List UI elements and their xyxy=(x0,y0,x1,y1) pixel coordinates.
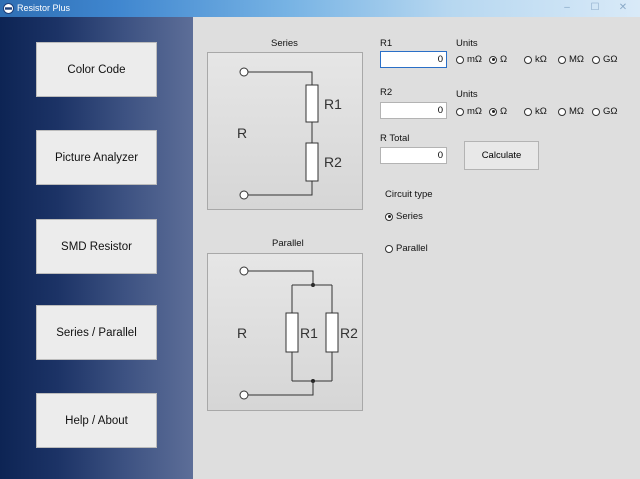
r2-unit-ohm[interactable]: Ω xyxy=(489,106,507,117)
app-icon xyxy=(3,3,14,14)
radio-dot xyxy=(558,55,566,64)
radio-dot-selected xyxy=(489,55,497,64)
parallel-r-label: R xyxy=(237,325,247,341)
r2-unit-gigaohm[interactable]: GΩ xyxy=(592,106,618,117)
series-terminal-bottom xyxy=(239,190,249,200)
r1-units-label: Units xyxy=(456,38,478,49)
r1-unit-ohm-text: Ω xyxy=(500,54,508,65)
color-code-button[interactable]: Color Code xyxy=(36,42,157,97)
series-resistor-r1 xyxy=(305,84,319,123)
circuit-type-series-text: Series xyxy=(396,211,423,222)
window-title: Resistor Plus xyxy=(17,3,71,13)
r1-unit-kiloohm[interactable]: kΩ xyxy=(524,54,547,65)
parallel-title: Parallel xyxy=(272,238,304,249)
series-r1-label: R1 xyxy=(324,96,342,112)
r2-unit-ohm-text: Ω xyxy=(500,106,508,117)
minimize-button[interactable]: – xyxy=(564,2,570,13)
series-resistor-r2 xyxy=(305,142,319,182)
title-bar: Resistor Plus – ☐ ✕ xyxy=(0,0,640,17)
series-title: Series xyxy=(271,38,298,49)
series-r2-label: R2 xyxy=(324,154,342,170)
series-wire xyxy=(248,71,313,85)
radio-dot xyxy=(524,55,532,64)
r2-unit-megaohm[interactable]: MΩ xyxy=(558,106,584,117)
r2-unit-milliohm-text: mΩ xyxy=(467,106,483,117)
r2-unit-kiloohm[interactable]: kΩ xyxy=(524,106,547,117)
radio-dot xyxy=(558,107,566,116)
r1-unit-gigaohm-text: GΩ xyxy=(603,54,618,65)
picture-analyzer-button[interactable]: Picture Analyzer xyxy=(36,130,157,185)
r1-unit-gigaohm[interactable]: GΩ xyxy=(592,54,618,65)
parallel-wire-bottom xyxy=(248,381,314,396)
circuit-type-series[interactable]: Series xyxy=(385,211,423,222)
r2-unit-milliohm[interactable]: mΩ xyxy=(456,106,482,117)
parallel-terminal-top xyxy=(239,266,249,276)
parallel-wire-top xyxy=(248,270,314,285)
parallel-terminal-bottom xyxy=(239,390,249,400)
r1-unit-milliohm-text: mΩ xyxy=(467,54,483,65)
calculate-button[interactable]: Calculate xyxy=(464,141,539,170)
close-button[interactable]: ✕ xyxy=(618,2,628,13)
rtotal-input[interactable] xyxy=(380,147,447,164)
smd-resistor-button[interactable]: SMD Resistor xyxy=(36,219,157,274)
r1-unit-megaohm-text: MΩ xyxy=(569,54,585,65)
parallel-resistor-r2 xyxy=(325,312,339,353)
series-terminal-top xyxy=(239,67,249,77)
radio-dot-selected xyxy=(385,212,393,221)
radio-dot xyxy=(524,107,532,116)
r2-units-label: Units xyxy=(456,89,478,100)
series-diagram: R R1 R2 xyxy=(207,52,363,210)
series-wire-bottom xyxy=(248,181,313,196)
series-r-label: R xyxy=(237,125,247,141)
maximize-button[interactable]: ☐ xyxy=(590,2,600,13)
series-parallel-button[interactable]: Series / Parallel xyxy=(36,305,157,360)
rtotal-label: R Total xyxy=(380,133,410,144)
r1-unit-kiloohm-text: kΩ xyxy=(535,54,547,65)
r2-unit-megaohm-text: MΩ xyxy=(569,106,585,117)
r1-unit-megaohm[interactable]: MΩ xyxy=(558,54,584,65)
circuit-type-label: Circuit type xyxy=(385,189,433,200)
r1-unit-milliohm[interactable]: mΩ xyxy=(456,54,482,65)
radio-dot-selected xyxy=(489,107,497,116)
radio-dot xyxy=(456,55,464,64)
parallel-resistor-r1 xyxy=(285,312,299,353)
radio-dot xyxy=(385,244,393,253)
radio-dot xyxy=(592,107,600,116)
circuit-type-parallel[interactable]: Parallel xyxy=(385,243,428,254)
circuit-type-parallel-text: Parallel xyxy=(396,243,428,254)
main-panel: Series R R1 R2 Parallel xyxy=(193,17,640,479)
parallel-r1-label: R1 xyxy=(300,325,318,341)
sidebar: Color Code Picture Analyzer SMD Resistor… xyxy=(0,17,193,479)
radio-dot xyxy=(592,55,600,64)
help-about-button[interactable]: Help / About xyxy=(36,393,157,448)
parallel-r2-label: R2 xyxy=(340,325,358,341)
radio-dot xyxy=(456,107,464,116)
r2-unit-kiloohm-text: kΩ xyxy=(535,106,547,117)
r2-input[interactable] xyxy=(380,102,447,119)
r2-unit-gigaohm-text: GΩ xyxy=(603,106,618,117)
r1-input[interactable] xyxy=(380,51,447,68)
r1-unit-ohm[interactable]: Ω xyxy=(489,54,507,65)
r2-label: R2 xyxy=(380,87,393,98)
r1-label: R1 xyxy=(380,38,393,49)
parallel-diagram: R R1 R2 xyxy=(207,253,363,411)
